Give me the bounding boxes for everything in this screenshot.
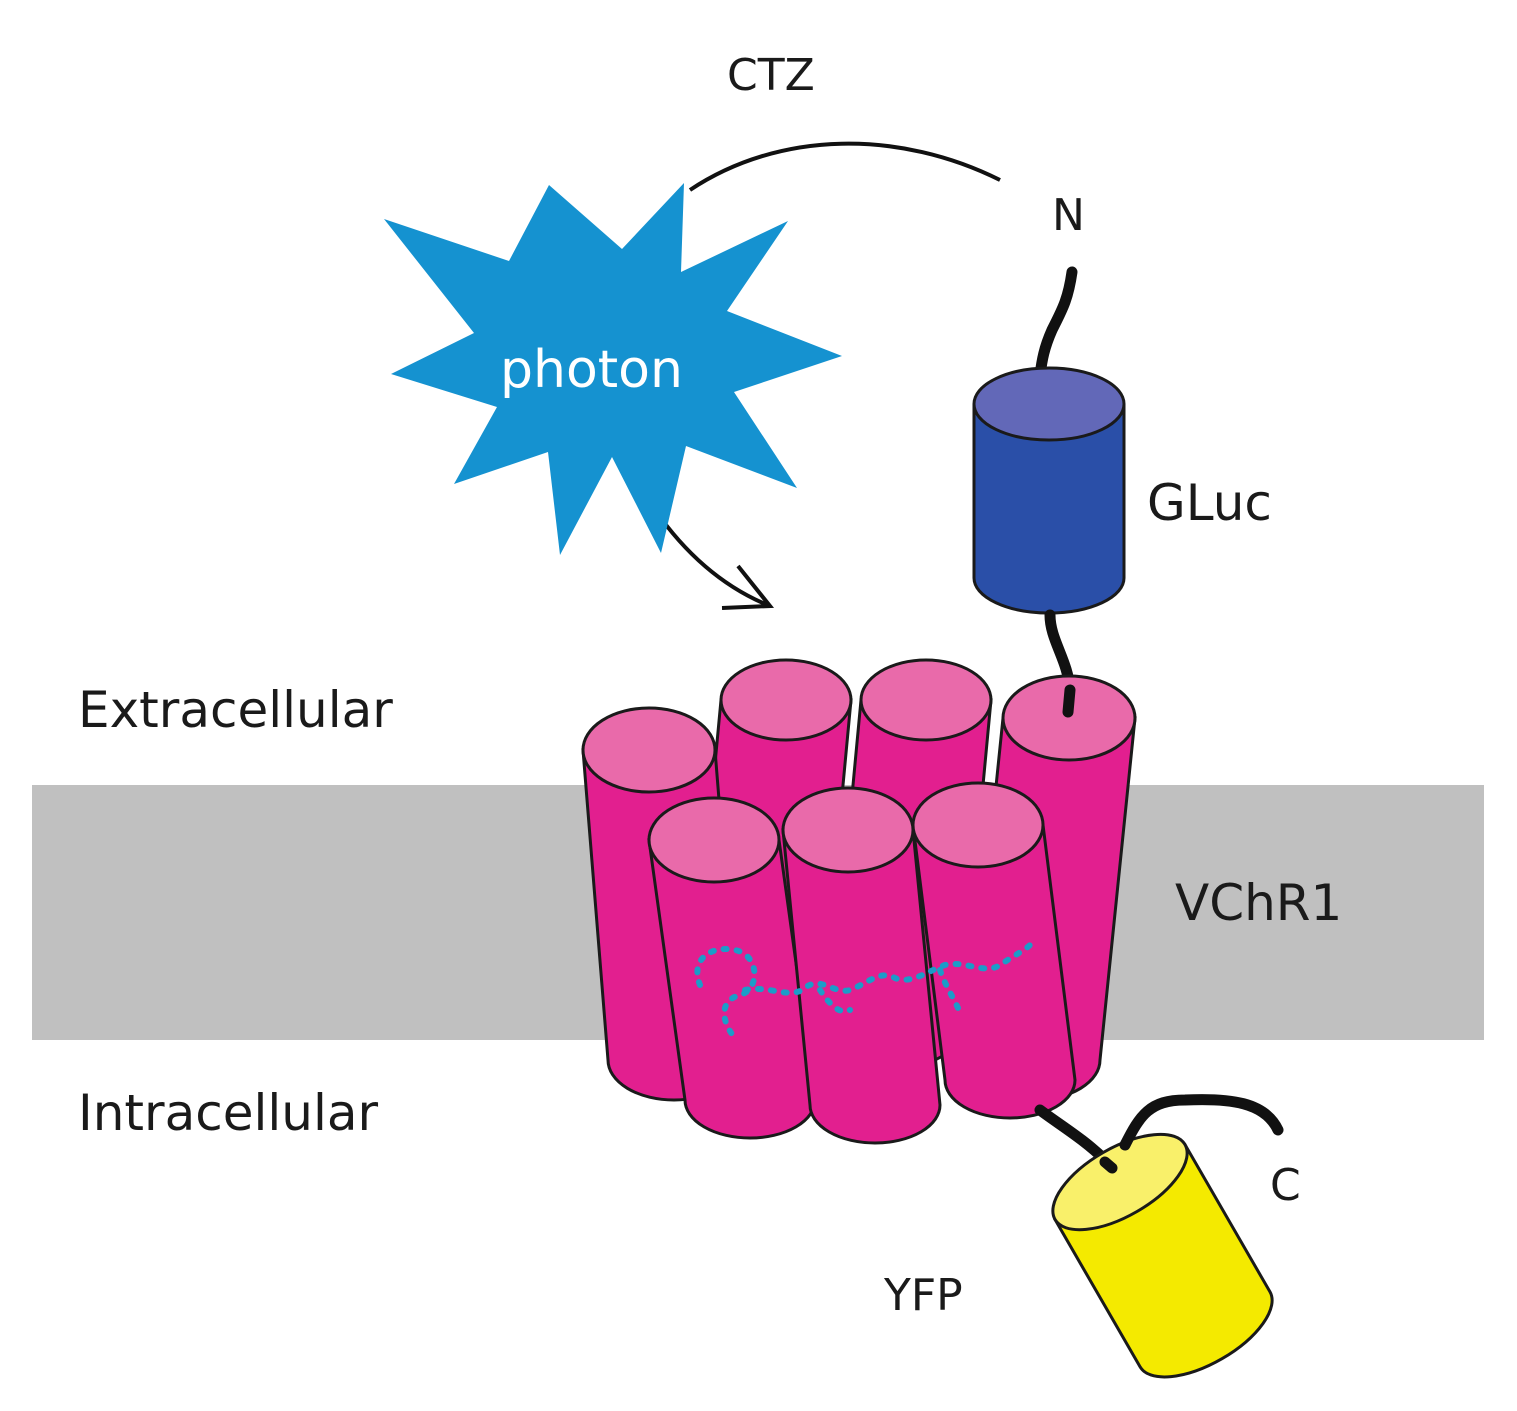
photon-label: photon (500, 340, 683, 400)
n-terminus-linker (1034, 266, 1078, 381)
yfp-cylinder (1051, 1132, 1274, 1379)
gluc-label: GLuc (1147, 474, 1272, 532)
c-terminus-linker (1119, 1094, 1284, 1151)
channel-yfp-linker (1034, 1104, 1111, 1166)
linker-into-channel (1062, 684, 1076, 718)
gluc-cylinder (972, 366, 1126, 615)
retinal-chromophore (694, 942, 1033, 1041)
helix-front-1 (647, 796, 817, 1140)
intracellular-label: Intracellular (78, 1084, 378, 1142)
ctz-reaction-arc (688, 141, 1001, 192)
helix-front-3 (911, 781, 1077, 1120)
n-terminus-label: N (1052, 190, 1085, 241)
photon-to-channel-arrow (653, 508, 771, 608)
ctz-label: CTZ (727, 50, 815, 101)
arrowhead (721, 564, 775, 610)
extracellular-label: Extracellular (78, 681, 393, 739)
yfp-inner-linker (1099, 1156, 1118, 1174)
photon-burst (384, 183, 842, 555)
yfp-label: YFP (883, 1270, 963, 1321)
c-terminus-label: C (1270, 1160, 1301, 1211)
vchr1-label: VChR1 (1175, 874, 1342, 932)
